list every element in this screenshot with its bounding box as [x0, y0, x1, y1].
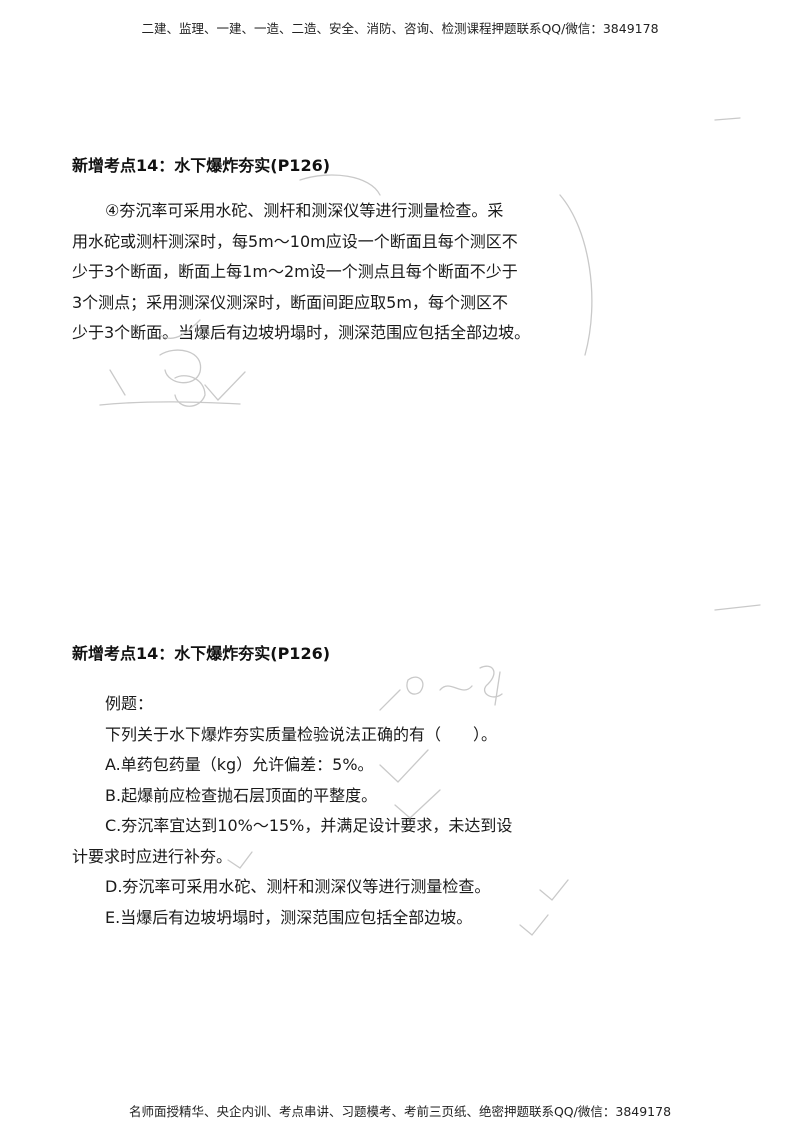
option-a: A.单药包药量（kg）允许偏差：5%。	[105, 755, 374, 774]
page-footer: 名师面授精华、央企内训、考点串讲、习题模考、考前三页纸、绝密押题联系QQ/微信：…	[128, 1104, 672, 1119]
annotation-stroke	[714, 117, 761, 611]
option-d: D.夯沉率可采用水砣、测杆和测深仪等进行测量检查。	[105, 877, 491, 896]
annotation-stroke	[174, 375, 206, 407]
page-header: 二建、监理、一建、一造、二造、安全、消防、咨询、检测课程押题联系QQ/微信：38…	[141, 21, 659, 36]
option-e: E.当爆后有边坡坍塌时，测深范围应包括全部边坡。	[105, 907, 473, 927]
option-c: C.夯沉率宜达到10%～15%，并满足设计要求，未达到设	[105, 816, 513, 835]
annotation-stroke	[204, 371, 246, 401]
section-title: 新增考点14：水下爆炸夯实(P126)	[72, 644, 331, 663]
question-stem: 下列关于水下爆炸夯实质量检验说法正确的有（ ）。	[105, 724, 498, 744]
option-b: B.起爆前应检查抛石层顶面的平整度。	[105, 785, 378, 805]
annotation-stroke	[159, 349, 202, 384]
annotation-stroke	[99, 369, 241, 406]
paragraph-line: 少于3个断面，断面上每1m～2m设一个测点且每个断面不少于	[72, 262, 518, 281]
paragraph-line: 3个测点；采用测深仪测深时，断面间距应取5m，每个测区不	[72, 292, 508, 312]
annotation-stroke	[299, 174, 381, 196]
example-label: 例题：	[105, 694, 154, 713]
paragraph-line: 少于3个断面。当爆后有边坡坍塌时，测深范围应包括全部边坡。	[72, 323, 531, 342]
paragraph-line: 用水砣或测杆测深时，每5m～10m应设一个断面且每个测区不	[72, 231, 518, 251]
example-question: 例题： 下列关于水下爆炸夯实质量检验说法正确的有（ ）。 A.单药包药量（kg）…	[72, 689, 592, 933]
section-title: 新增考点14：水下爆炸夯实(P126)	[72, 156, 331, 175]
paragraph-line: ④夯沉率可采用水砣、测杆和测深仪等进行测量检查。采	[105, 201, 504, 220]
option-c-continued: 计要求时应进行补夯。	[72, 846, 233, 866]
paragraph: ④夯沉率可采用水砣、测杆和测深仪等进行测量检查。采 用水砣或测杆测深时，每5m～…	[72, 196, 592, 349]
